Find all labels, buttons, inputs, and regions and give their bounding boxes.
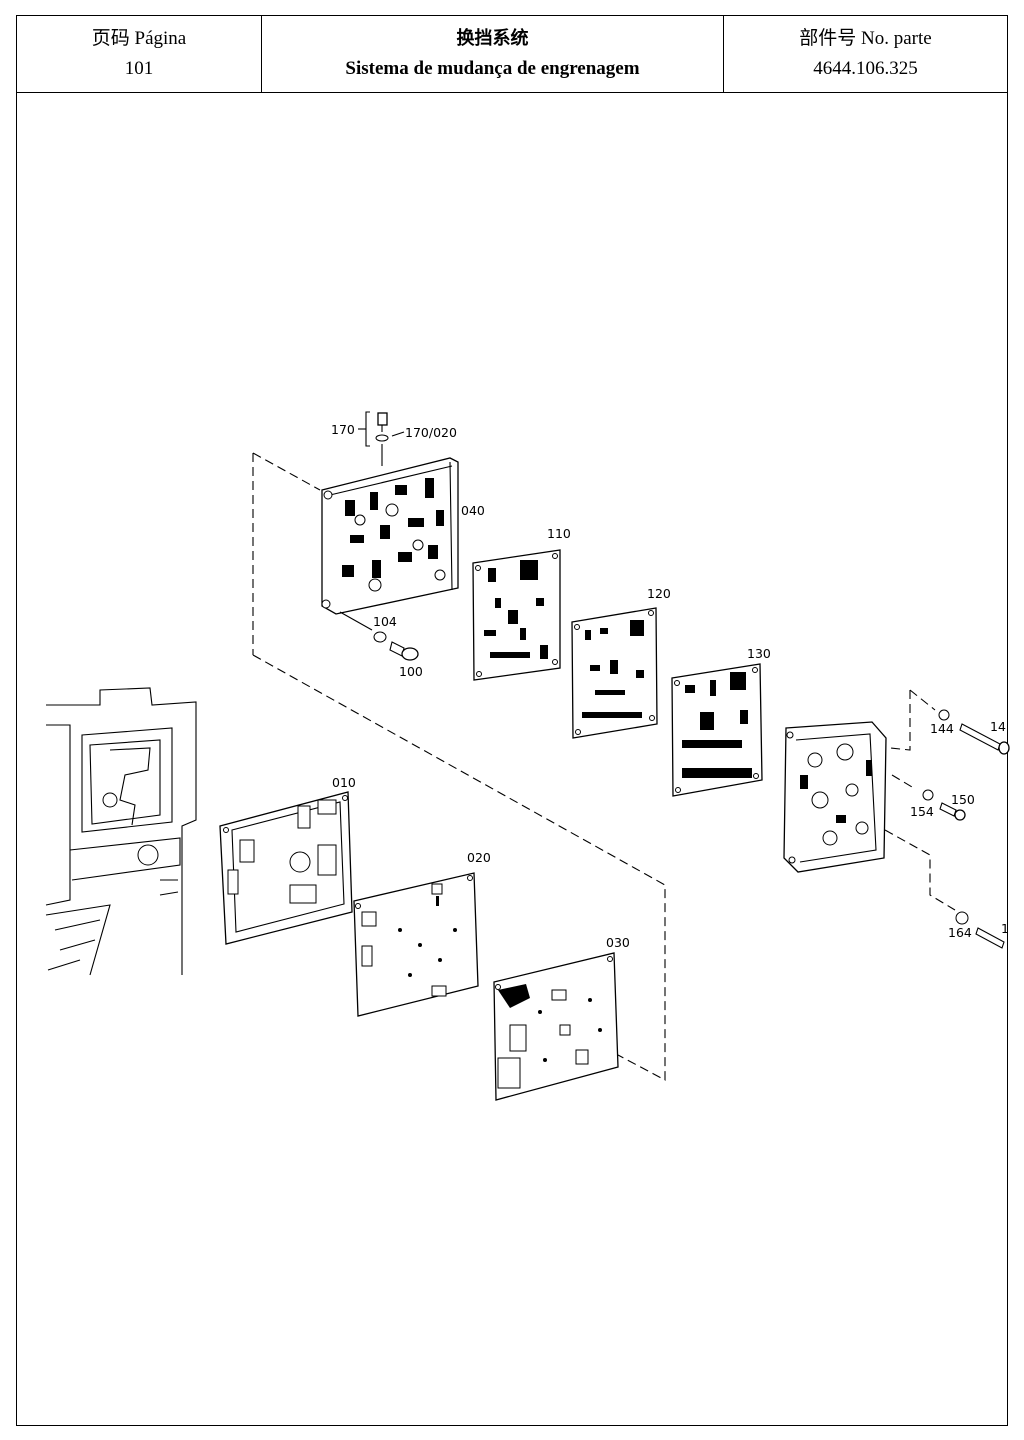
page-frame: 页码 Página 101 换挡系统 Sistema de mudança de… [16,15,1008,1426]
transmission-housing-drawing [45,687,197,976]
callout-010: 010 [332,775,356,790]
plate-010-drawing [219,791,353,945]
callout-120: 120 [647,586,671,601]
callout-040: 040 [461,503,485,518]
part-label: 部件号 No. parte [799,28,932,49]
plate-020-drawing [353,872,479,1017]
plate-110-drawing [472,549,561,681]
plate-030-drawing [493,952,619,1101]
alignment-dashed-lines [252,452,956,1081]
plate-120-drawing [571,607,658,739]
callout-030: 030 [606,935,630,950]
page-number: 101 [124,58,154,79]
part-number: 4644.106.325 [813,58,918,79]
callout-150: 150 [951,792,975,807]
plug-170-drawing [358,411,405,466]
callout-130: 130 [747,646,771,661]
page-label: 页码 Página [91,28,187,49]
title-chinese: 换挡系统 [456,28,529,49]
plate-130-drawing [671,663,763,797]
valve-body-040-drawing [321,457,459,615]
callout-164: 164 [948,925,972,940]
header-table: 页码 Página 101 换挡系统 Sistema de mudança de… [17,16,1007,93]
callout-170-020: 170/020 [405,425,457,440]
callout-020: 020 [467,850,491,865]
callout-166: 1 [1001,921,1009,936]
fasteners-144-150-154-164-drawing [922,709,1010,949]
callout-144: 144 [930,721,954,736]
callout-146: 14 [990,719,1006,734]
callout-100: 100 [399,664,423,679]
page-cell: 页码 Página 101 [17,16,262,92]
part-cell: 部件号 No. parte 4644.106.325 [724,16,1007,92]
callout-labels: 170 170/020 040 110 120 104 100 130 144 … [331,422,1009,950]
title-cell: 换挡系统 Sistema de mudança de engrenagem [262,16,724,92]
callout-154: 154 [910,804,934,819]
valve-body-assembly-right-drawing [783,721,887,873]
callout-170: 170 [331,422,355,437]
screw-100-washer-104-drawing [339,611,419,661]
title-portuguese: Sistema de mudança de engrenagem [345,58,640,79]
callout-110: 110 [547,526,571,541]
callout-104: 104 [373,614,397,629]
